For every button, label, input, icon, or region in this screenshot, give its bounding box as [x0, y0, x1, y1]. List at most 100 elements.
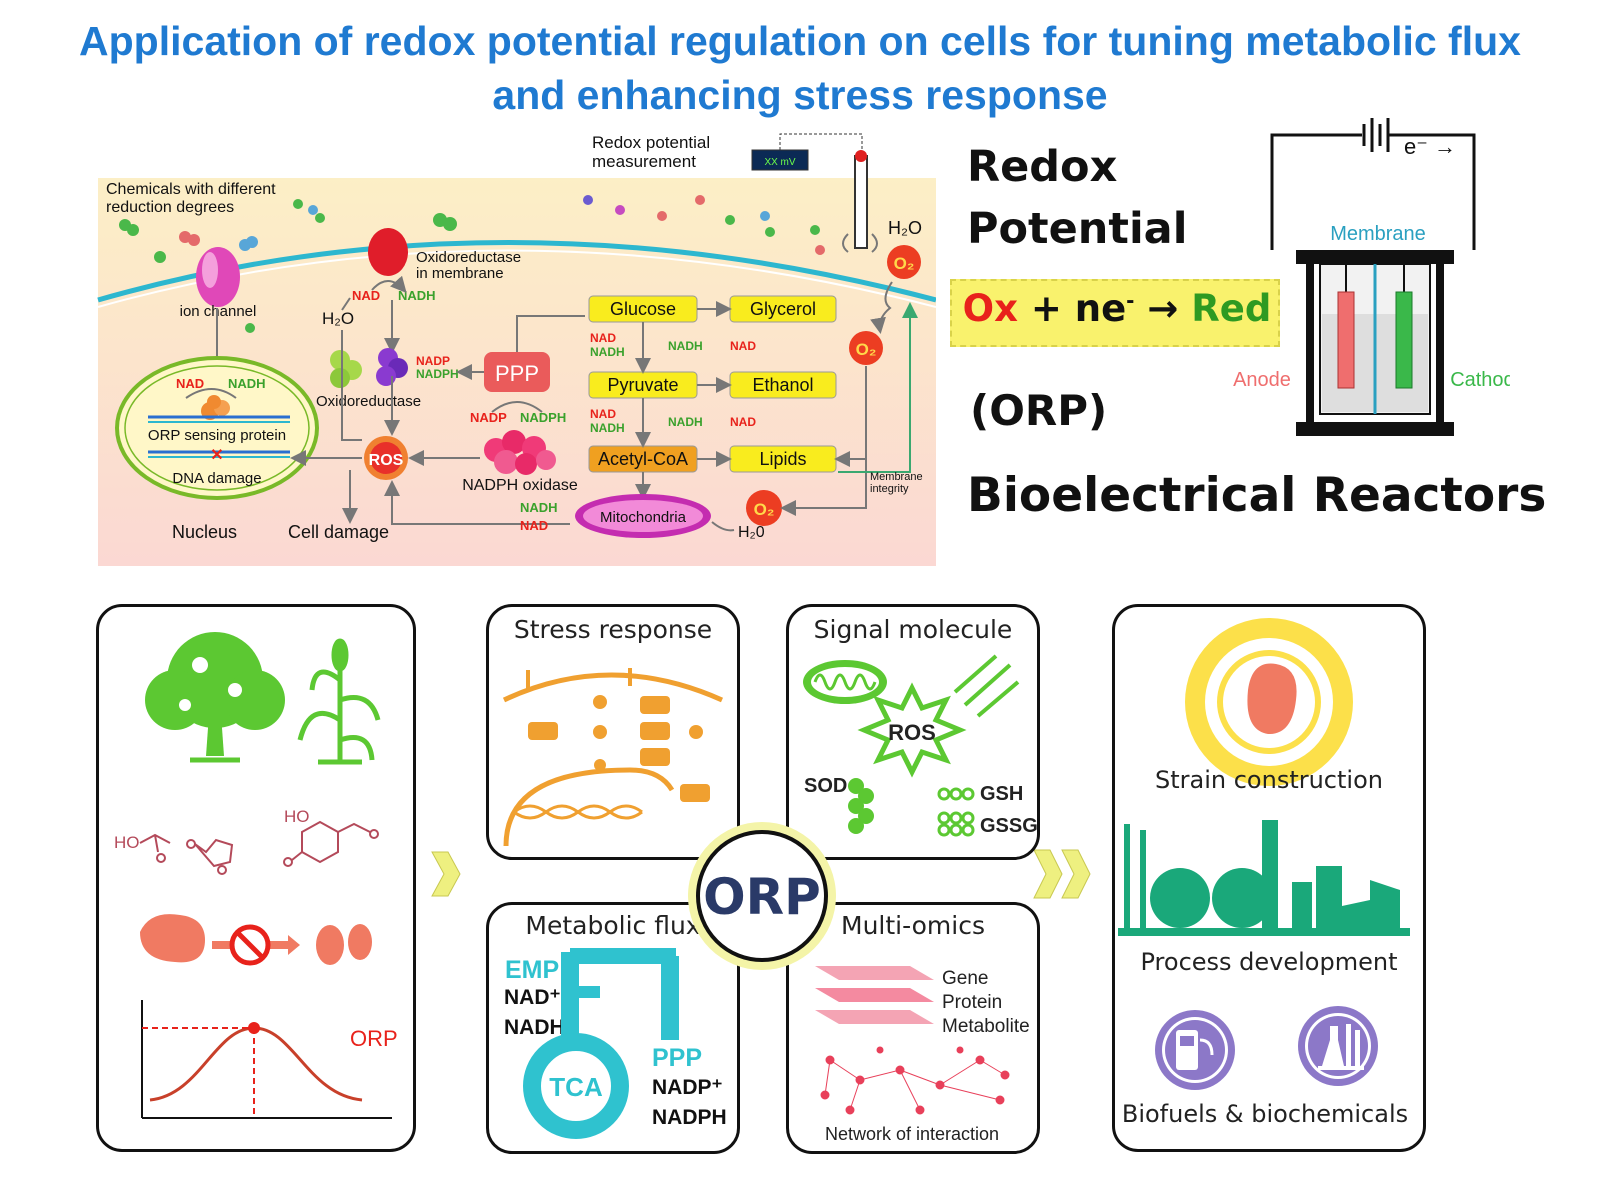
svg-text:NADH: NADH	[668, 415, 703, 429]
o2-bubble-3: O₂	[746, 490, 782, 526]
svg-text:NAD⁺: NAD⁺	[504, 986, 561, 1009]
title-line-2: and enhancing stress response	[492, 72, 1108, 118]
redox-measure-label-2: measurement	[592, 152, 696, 171]
mitochondria: Mitochondria	[575, 494, 711, 538]
svg-text:GSSG: GSSG	[980, 815, 1038, 837]
svg-text:Acetyl-CoA: Acetyl-CoA	[598, 449, 688, 469]
svg-text:ROS: ROS	[888, 720, 936, 745]
svg-text:PPP: PPP	[495, 361, 539, 386]
anode-electrode	[1337, 291, 1355, 389]
chevron-left-icon	[431, 851, 461, 897]
anode-label: Anode	[1233, 369, 1291, 391]
ppp-box	[484, 352, 550, 392]
chemicals-label-2: reduction degrees	[106, 199, 234, 216]
applications-illustrations: Strain construction Process development …	[1118, 618, 1410, 1128]
svg-text:NADH: NADH	[590, 421, 625, 435]
svg-text:NADPH: NADPH	[520, 410, 566, 425]
o2-bubble-2: O₂	[849, 331, 883, 365]
factory-icon	[1118, 820, 1410, 936]
ros-node: ROS	[364, 436, 408, 480]
dna-damage-label: DNA damage	[172, 470, 261, 487]
o2-bubble-1: O₂	[887, 245, 921, 279]
ros-burst-icon	[857, 682, 967, 778]
radiation-icon	[953, 654, 1020, 718]
gssg-icon	[937, 811, 975, 837]
svg-text:GSH: GSH	[980, 783, 1023, 805]
svg-text:NADH: NADH	[520, 500, 558, 515]
svg-text:XX mV: XX mV	[764, 157, 795, 168]
svg-text:NAD: NAD	[730, 415, 756, 429]
multi-omics-title: Multi-omics	[841, 911, 985, 940]
cathode-label: Cathode	[1450, 369, 1510, 391]
signal-molecule-illustration: ROS SOD GSH GSSG	[803, 654, 1038, 837]
corn-plant-icon	[297, 638, 381, 765]
svg-text:NADH: NADH	[668, 339, 703, 353]
svg-text:NAD: NAD	[176, 376, 204, 391]
page-title: Application of redox potential regulatio…	[0, 14, 1600, 122]
signal-molecule-title: Signal molecule	[813, 615, 1013, 644]
svg-text:Metabolite: Metabolite	[942, 1016, 1030, 1037]
svg-text:HO: HO	[114, 833, 140, 852]
ion-channel	[196, 247, 240, 307]
nucleus-label: Nucleus	[172, 522, 237, 542]
svg-text:NADP: NADP	[416, 354, 450, 368]
svg-text:NADPH oxidase: NADPH oxidase	[462, 477, 578, 494]
potential-heading: Potential	[967, 204, 1188, 254]
sod-label: SOD	[804, 775, 847, 797]
chemical-dots	[119, 195, 825, 333]
svg-text:NADH: NADH	[228, 376, 266, 391]
orp-optimum-curve: ORP	[141, 1000, 398, 1119]
svg-text:NADH: NADH	[398, 288, 436, 303]
svg-text:H₂O: H₂O	[888, 218, 922, 238]
biochemical-flask-icon	[1298, 1006, 1378, 1086]
svg-text:O₂: O₂	[754, 500, 775, 519]
glucose-box: Glucose	[588, 295, 698, 323]
cell-diagram: Chemicals with different reduction degre…	[97, 124, 936, 566]
mitochondria-icon	[803, 660, 887, 704]
acetyl-coa-box: Acetyl-CoA	[588, 445, 698, 473]
bioreactors-heading: Bioelectrical Reactors	[967, 468, 1547, 523]
tca-cycle	[523, 1033, 629, 1139]
electrode-probe	[854, 155, 868, 249]
metabolic-flux-illustration: EMP NAD⁺ NADH TCA PPP NADP⁺ NADPH	[504, 948, 727, 1139]
svg-text:ORP: ORP	[350, 1026, 398, 1051]
svg-text:O₂: O₂	[894, 254, 915, 273]
svg-text:H₂0: H₂0	[738, 524, 765, 541]
tree-icon	[145, 632, 285, 763]
svg-text:NAD: NAD	[520, 518, 548, 533]
svg-text:EMP: EMP	[505, 956, 559, 984]
nadph-oxidase	[484, 430, 556, 475]
svg-text:Gene: Gene	[942, 968, 988, 989]
svg-text:NADPH: NADPH	[416, 367, 459, 381]
svg-text:Mitochondria: Mitochondria	[600, 509, 687, 526]
interaction-network-icon	[820, 1046, 1010, 1115]
stress-response-illustration	[502, 668, 724, 847]
svg-text:✕: ✕	[210, 447, 223, 464]
pyruvate-box: Pyruvate	[588, 371, 698, 399]
orp-heading: (ORP)	[970, 386, 1108, 435]
svg-text:NAD: NAD	[730, 339, 756, 353]
biofuels-label: Biofuels & biochemicals	[1122, 1100, 1408, 1128]
svg-text:NADH: NADH	[590, 345, 625, 359]
chemical-structures: HO HO	[114, 807, 379, 875]
orp-sensing-label: ORP sensing protein	[148, 427, 286, 444]
svg-text:NADPH: NADPH	[652, 1106, 727, 1129]
metabolite-layer	[815, 1010, 934, 1024]
membrane-label: Membrane	[1330, 223, 1426, 245]
redox-measure-label: Redox potential	[592, 133, 710, 152]
chemicals-label: Chemicals with different	[106, 181, 276, 198]
svg-text:O₂: O₂	[856, 340, 877, 359]
sunflower-cell-icon	[1185, 618, 1353, 786]
cell-damage-label: Cell damage	[288, 522, 389, 542]
network-label: Network of interaction	[825, 1124, 999, 1144]
svg-text:NAD: NAD	[590, 407, 616, 421]
membrane-oxidoreductase	[368, 228, 408, 276]
svg-text:in membrane: in membrane	[416, 265, 504, 282]
stress-response-title: Stress response	[513, 615, 713, 644]
title-line-1: Application of redox potential regulatio…	[79, 18, 1521, 64]
sod-molecule-icon	[848, 778, 874, 834]
biofuel-pump-icon	[1155, 1010, 1235, 1090]
multi-omics-illustration: Gene Protein Metabolite Network of inter…	[815, 966, 1030, 1144]
bioreactor-illustration: e⁻ → Membrane Anode Cathode	[1233, 118, 1510, 436]
multi-omics-panel: Multi-omics	[786, 902, 1040, 1154]
